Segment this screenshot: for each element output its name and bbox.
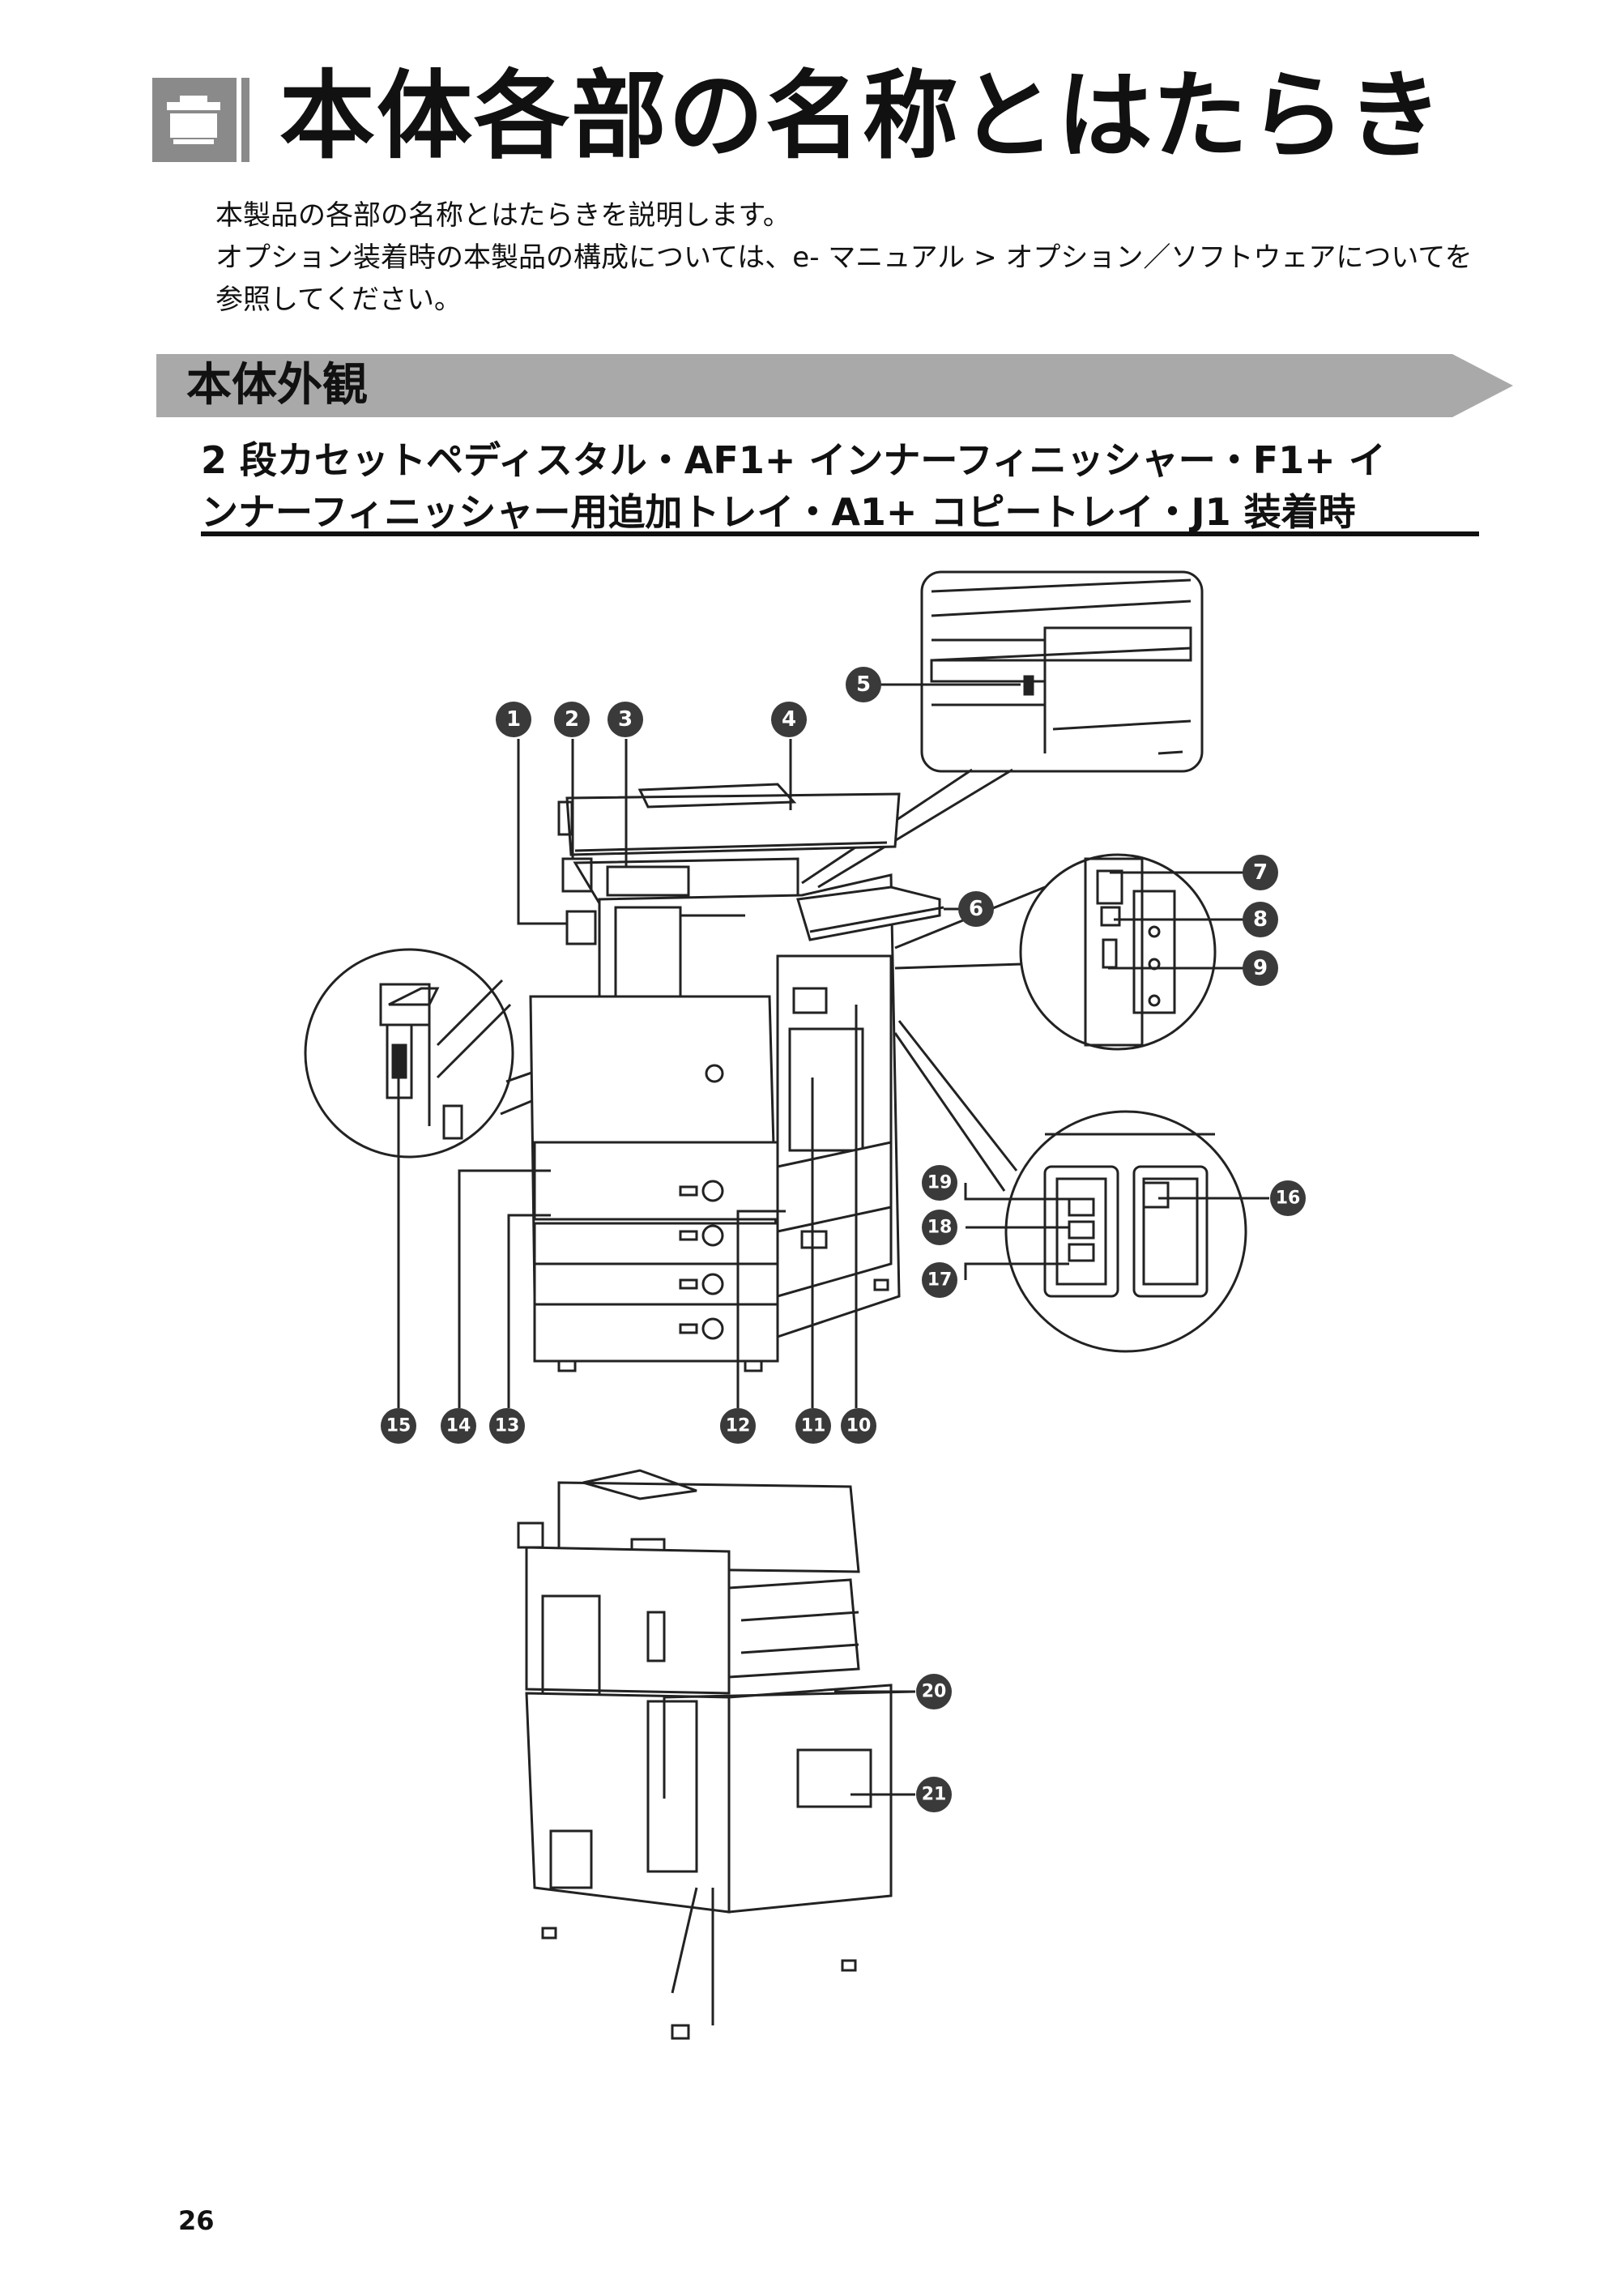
svg-text:2: 2 (565, 707, 579, 732)
callout-8: 8 (1243, 902, 1278, 937)
svg-text:14: 14 (446, 1416, 471, 1436)
svg-text:19: 19 (927, 1173, 953, 1193)
leader-lines (397, 683, 1269, 1799)
callout-10: 10 (841, 1408, 876, 1444)
svg-text:6: 6 (969, 897, 983, 921)
subtitle-line: ンナーフィニッシャー用追加トレイ・A1+ コピートレイ・J1 装着時 (201, 490, 1356, 534)
callout-badges: 1 2 3 4 5 6 7 8 9 10 11 12 13 14 15 16 1… (381, 667, 1306, 1812)
callout-16: 16 (1270, 1180, 1306, 1216)
svg-text:9: 9 (1253, 956, 1268, 980)
callout-11: 11 (795, 1408, 831, 1444)
svg-text:10: 10 (846, 1416, 872, 1436)
inset-top (920, 570, 1204, 773)
svg-text:8: 8 (1253, 907, 1268, 932)
callout-12: 12 (720, 1408, 756, 1444)
page-number: 26 (178, 2205, 215, 2236)
svg-text:15: 15 (386, 1416, 411, 1436)
intro-line: 本製品の各部の名称とはたらきを説明します。 (215, 199, 791, 232)
callout-3: 3 (608, 702, 643, 737)
svg-text:16: 16 (1276, 1189, 1301, 1209)
callout-19: 19 (922, 1165, 957, 1201)
callout-13: 13 (489, 1408, 525, 1444)
callout-18: 18 (922, 1210, 957, 1245)
svg-text:18: 18 (927, 1218, 953, 1238)
svg-text:21: 21 (922, 1785, 947, 1805)
svg-text:4: 4 (782, 707, 796, 732)
intro-line: オプション装着時の本製品の構成については、e- マニュアル > オプション／ソフ… (215, 241, 1473, 274)
callout-20: 20 (916, 1674, 952, 1709)
callout-15: 15 (381, 1408, 416, 1444)
inset-bottom-right (1004, 1110, 1247, 1353)
svg-text:1: 1 (506, 707, 521, 732)
svg-text:3: 3 (618, 707, 633, 732)
svg-text:11: 11 (801, 1416, 826, 1436)
svg-text:7: 7 (1253, 860, 1268, 885)
section-bar (156, 354, 1513, 417)
intro-text: 本製品の各部の名称とはたらきを説明します。 オプション装着時の本製品の構成につい… (215, 194, 1473, 321)
callout-21: 21 (916, 1777, 952, 1812)
callout-5: 5 (846, 667, 881, 702)
svg-text:17: 17 (927, 1270, 953, 1291)
callout-9: 9 (1243, 950, 1278, 986)
callout-14: 14 (441, 1408, 476, 1444)
subtitle-line: 2 段カセットペディスタル・AF1+ インナーフィニッシャー・F1+ イ (201, 438, 1386, 482)
callout-2: 2 (554, 702, 590, 737)
subtitle-underline (201, 531, 1479, 536)
copier-icon (152, 78, 251, 162)
machine-front (529, 783, 944, 1372)
callout-6: 6 (958, 891, 994, 927)
subtitle: 2 段カセットペディスタル・AF1+ インナーフィニッシャー・F1+ イ ンナー… (201, 434, 1386, 538)
machine-rear (517, 1469, 893, 2040)
svg-text:20: 20 (922, 1682, 947, 1702)
svg-text:12: 12 (726, 1416, 751, 1436)
callout-7: 7 (1243, 855, 1278, 890)
intro-line: 参照してください。 (215, 284, 462, 316)
svg-text:13: 13 (495, 1416, 520, 1436)
callout-17: 17 (922, 1262, 957, 1298)
page-title: 本体各部の名称とはたらき (279, 60, 1444, 172)
section-title: 本体外観 (186, 359, 368, 412)
svg-text:5: 5 (856, 672, 871, 697)
inset-left (304, 948, 514, 1159)
inset-right (1019, 853, 1217, 1051)
callout-4: 4 (771, 702, 807, 737)
callout-1: 1 (496, 702, 531, 737)
